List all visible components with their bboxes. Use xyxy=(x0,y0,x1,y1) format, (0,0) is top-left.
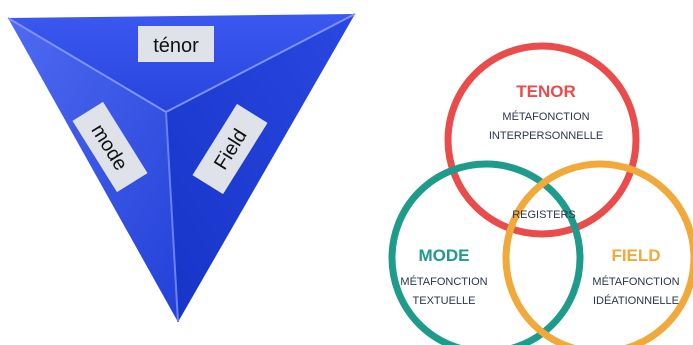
tenor-line2: INTERPERSONNELLE xyxy=(489,130,603,142)
tetrahedron: ténor mode Field xyxy=(7,13,356,323)
tetra-right-face xyxy=(166,14,355,322)
tetra-center-edge xyxy=(165,111,179,323)
field-title: FIELD xyxy=(611,246,660,265)
mode-circle xyxy=(388,160,584,345)
registers-label: REGISTERS xyxy=(512,209,576,221)
field-line2: IDÉATIONNELLE xyxy=(593,294,679,307)
field-line1: MÉTAFONCTION xyxy=(592,275,679,288)
tenor-face-text: ténor xyxy=(153,35,199,57)
mode-line2: TEXTUELLE xyxy=(413,295,476,307)
venn-diagram: TENOR MÉTAFONCTION INTERPERSONNELLE REGI… xyxy=(388,42,693,345)
tetra-top-face xyxy=(8,14,355,112)
field-circle xyxy=(502,160,693,345)
mode-title: MODE xyxy=(419,246,470,265)
tenor-circle xyxy=(444,42,640,238)
tenor-title: TENOR xyxy=(516,82,576,101)
mode-line1: MÉTAFONCTION xyxy=(400,275,487,288)
tenor-line1: MÉTAFONCTION xyxy=(502,110,589,123)
tenor-face-label: ténor xyxy=(138,26,214,62)
